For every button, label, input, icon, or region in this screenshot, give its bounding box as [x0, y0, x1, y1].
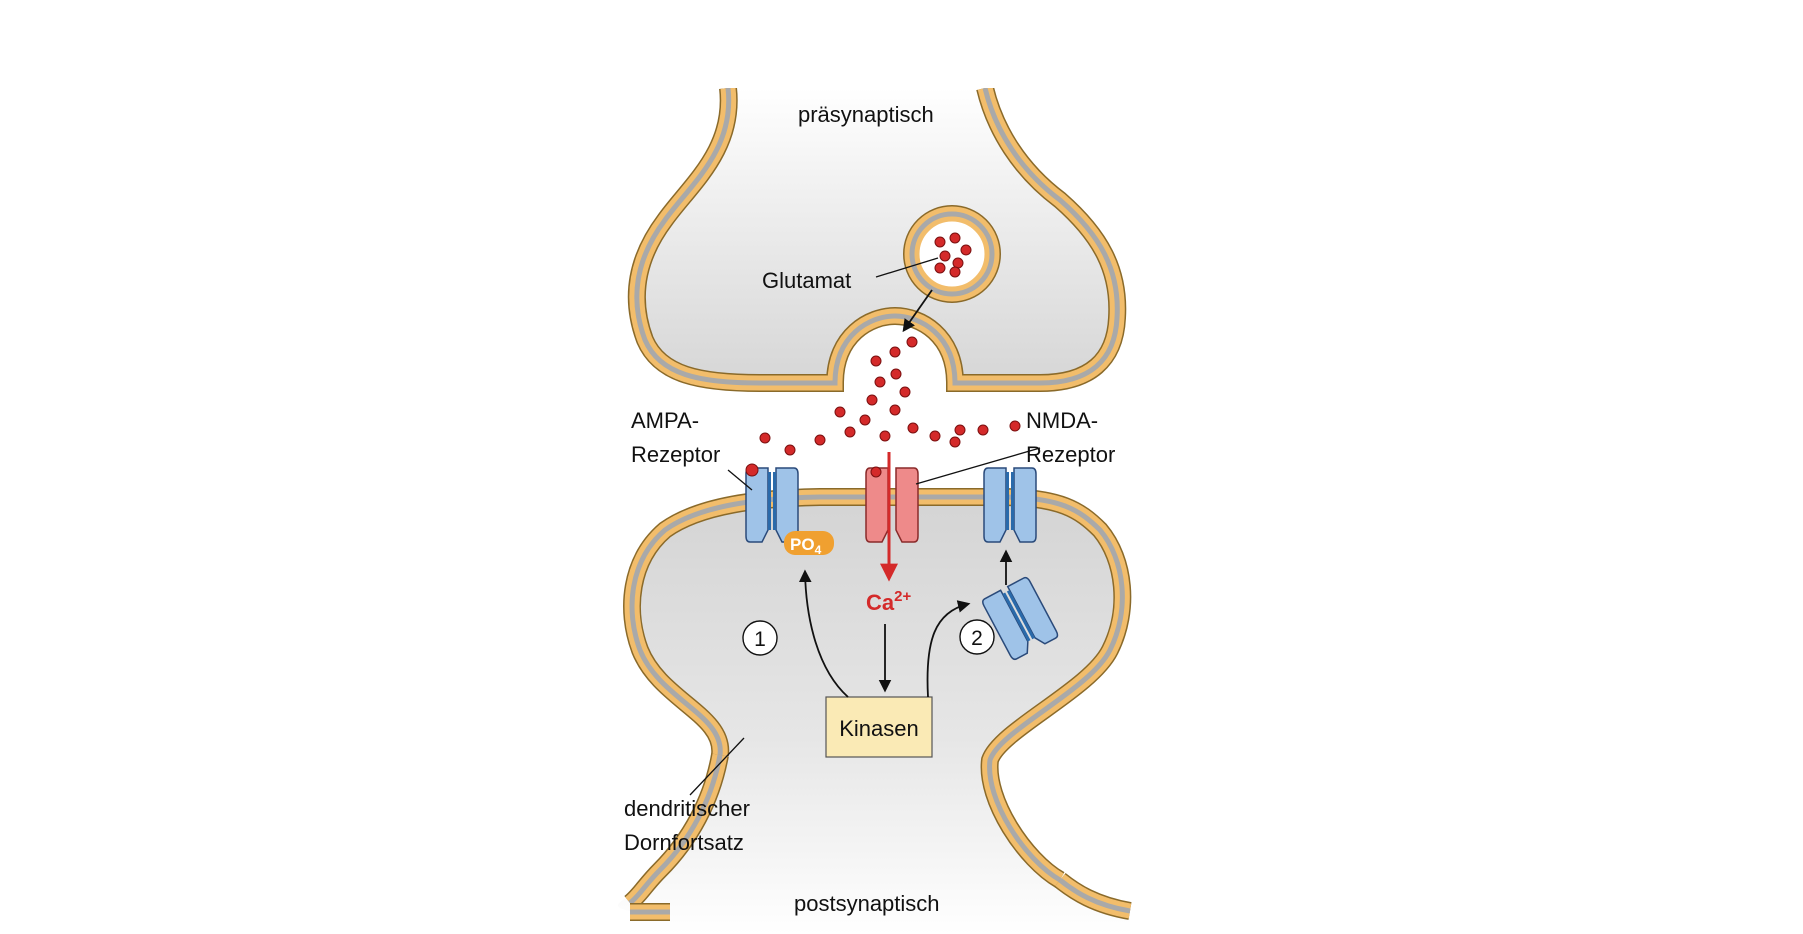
- step-2-marker: 2: [959, 619, 995, 655]
- svg-text:Kinasen: Kinasen: [839, 716, 919, 741]
- presynaptic-terminal: [627, 60, 1127, 392]
- pathway-2-arrow: [926, 600, 971, 698]
- ampa-receptor-cytoplasmic: [982, 576, 1059, 661]
- spine-leader-line: [689, 737, 745, 796]
- svg-text:1: 1: [754, 628, 766, 651]
- dendrite-shaft: [630, 872, 1132, 921]
- presynaptic-label: präsynaptisch: [798, 102, 934, 127]
- kinase-box: Kinasen: [825, 696, 933, 758]
- phosphate-badge: PO4: [784, 531, 834, 557]
- glutamate-leader-line: [875, 257, 939, 278]
- nmda-label-line1: NMDA-: [1026, 408, 1098, 433]
- nmda-label-line2: Rezeptor: [1026, 442, 1115, 467]
- ampa-label-line2: Rezeptor: [631, 442, 720, 467]
- calcium-label: Ca2+: [866, 588, 911, 615]
- ampa-leader-line: [727, 469, 753, 491]
- nmda-leader-line: [915, 447, 1041, 485]
- spine-label-line1: dendritischer: [624, 796, 750, 821]
- synaptic-vesicle: [903, 205, 1001, 303]
- ampa-label-line1: AMPA-: [631, 408, 699, 433]
- spine-label-line2: Dornfortsatz: [624, 830, 744, 855]
- ampa-bound-glutamate: [745, 463, 759, 477]
- svg-text:PO4: PO4: [790, 535, 822, 557]
- vesicle-glutamate-dots: [934, 232, 972, 278]
- postsynaptic-label: postsynaptisch: [794, 891, 940, 916]
- step-1-marker: 1: [742, 620, 778, 656]
- pathway-1-arrow: [798, 569, 849, 698]
- presynaptic-cytoplasm: [636, 88, 1118, 383]
- nmda-bound-glutamate: [870, 466, 882, 478]
- ampa-receptor-inserted: [983, 467, 1037, 543]
- nmda-receptor: [865, 467, 919, 543]
- vesicle-fusion-arrow: [902, 289, 933, 333]
- glutamate-label: Glutamat: [762, 268, 851, 293]
- svg-text:2: 2: [971, 627, 983, 650]
- released-glutamate: [759, 336, 1021, 456]
